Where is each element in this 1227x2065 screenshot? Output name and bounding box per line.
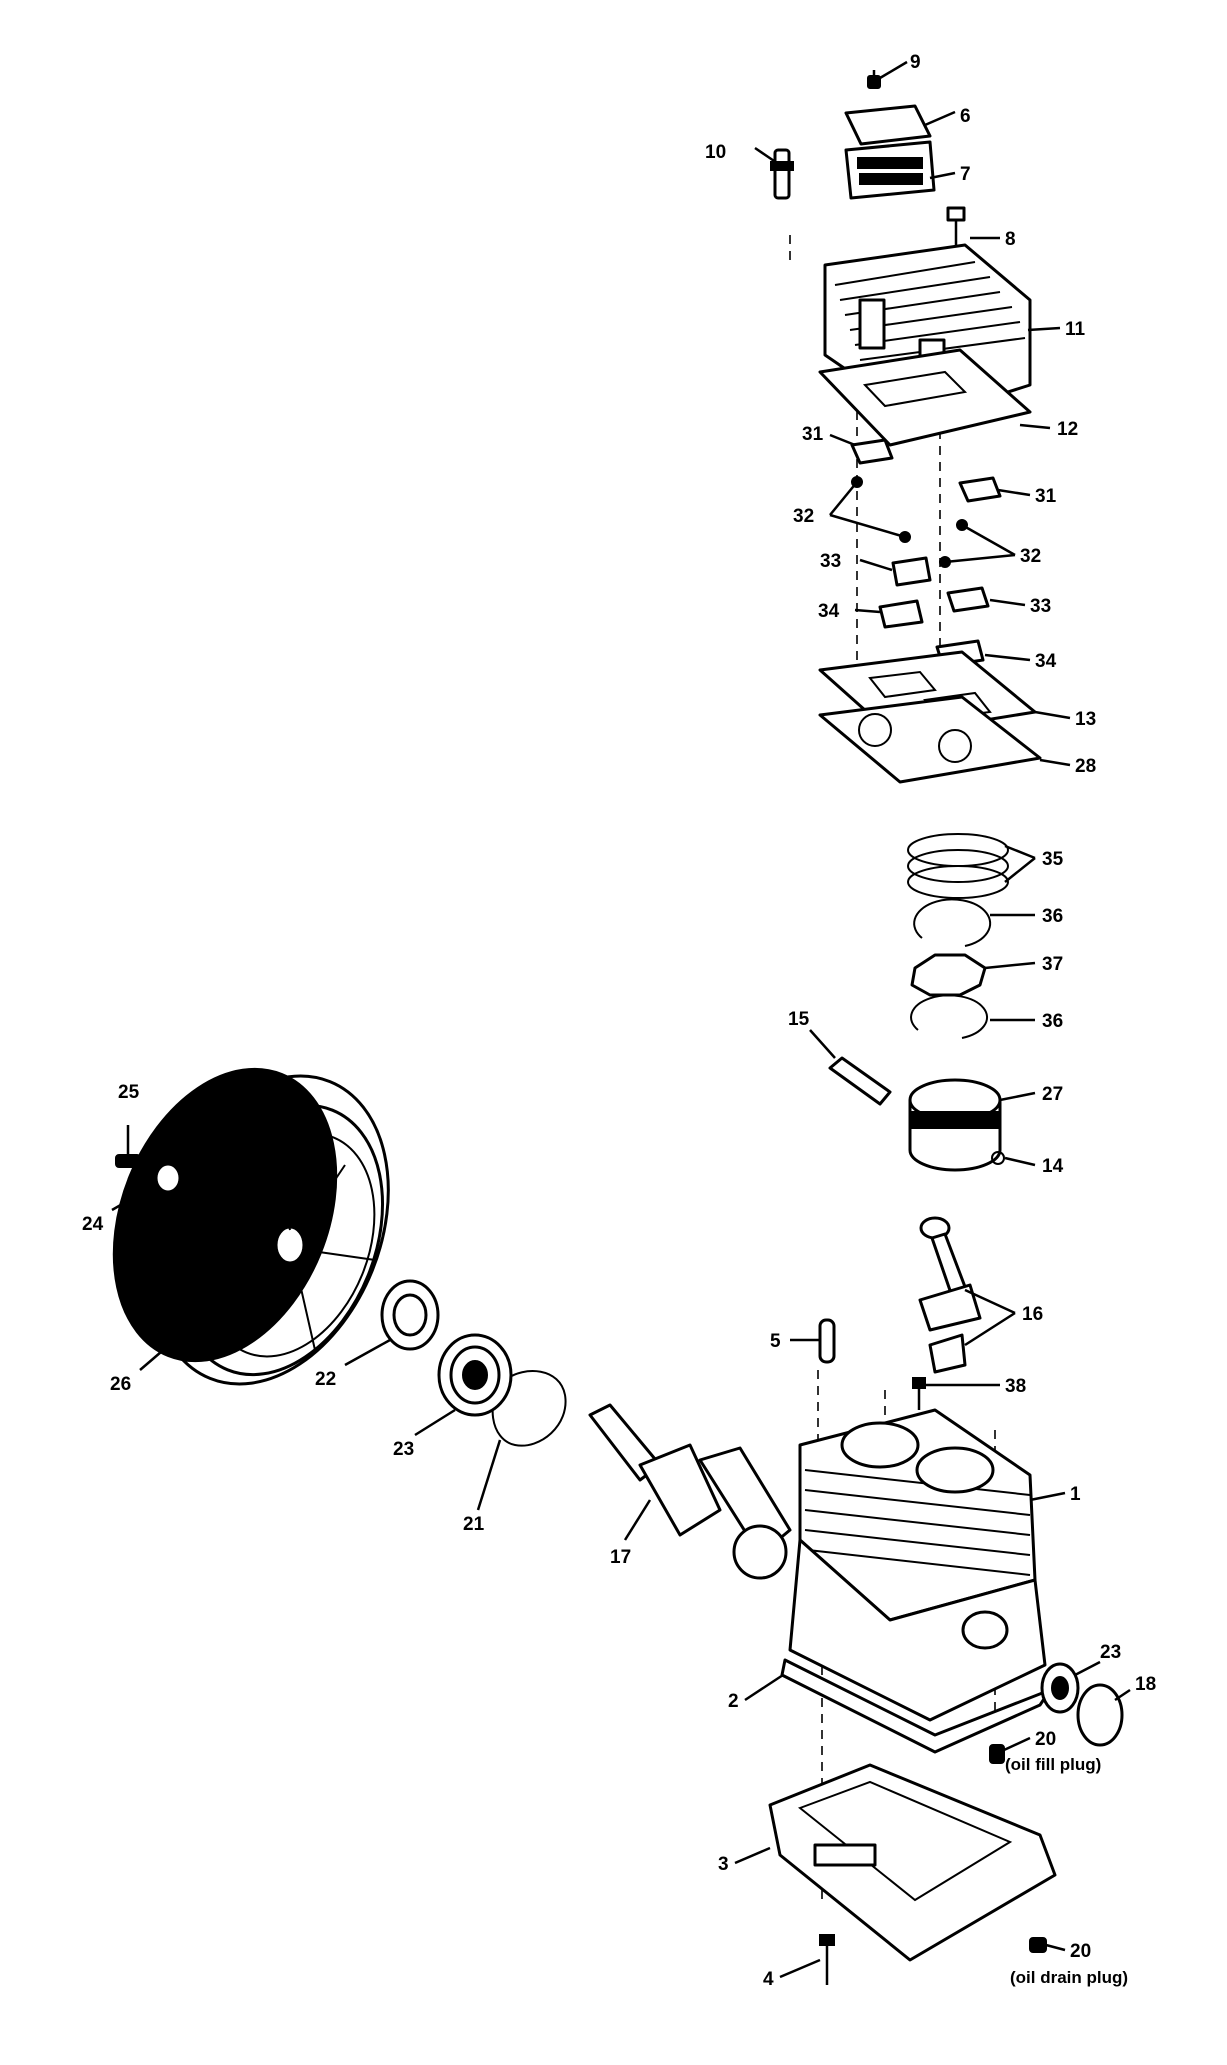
callout-34-left: 34 [818,601,840,622]
callout-32-right: 32 [1020,546,1041,567]
part-36-ring-upper [913,898,992,947]
part-26-flywheel [112,1067,390,1386]
callout-38: 38 [1005,1376,1026,1397]
callout-36-upper: 36 [1042,906,1063,927]
callout-21: 21 [463,1514,485,1535]
callout-11: 11 [1065,319,1086,340]
callout-16: 16 [1022,1304,1043,1325]
part-9-screw [867,70,881,89]
leader-lines [111,60,1131,1979]
part-34-left [878,599,924,629]
part-33-left [891,556,932,587]
callout-8: 8 [1005,229,1016,250]
part-38-bolt [912,1377,926,1410]
callout-31-right: 31 [1035,486,1057,507]
part-1-cylinder [798,1408,1037,1622]
callout-labels: 9 6 10 7 8 11 12 31 31 32 32 33 33 34 34… [82,52,1156,1990]
callout-9: 9 [910,52,921,73]
part-17-crankshaft [588,1403,792,1580]
callout-28: 28 [1075,756,1096,777]
part-37-wave-ring [910,953,987,997]
callout-27: 27 [1042,1084,1063,1105]
crankcase-body [788,1538,1047,1722]
part-12-head-gasket [818,348,1032,447]
callout-12: 12 [1057,419,1078,440]
part-36-ring-lower [910,994,989,1039]
part-28-gasket [818,695,1042,784]
callout-5: 5 [770,1331,781,1352]
part-21-oring [491,1370,567,1447]
callout-6: 6 [960,106,971,127]
callout-24: 24 [82,1214,104,1235]
callout-10: 10 [705,142,726,163]
part-6-bracket [844,104,932,146]
part-14-clip [991,1151,1005,1165]
callout-23-left: 23 [393,1439,414,1460]
part-15-wrist-pin [828,1056,892,1106]
part-7-decal [844,140,936,200]
part-4-bolt [819,1934,835,1985]
callout-37: 37 [1042,954,1063,975]
part-10-fitting [770,148,794,200]
callout-4: 4 [763,1969,774,1990]
part-16-connecting-rod [918,1216,982,1374]
callout-33-right: 33 [1030,596,1051,617]
part-31-left [850,438,894,465]
oil-fill-plug-note: (oil fill plug) [1005,1755,1101,1774]
callout-33-left: 33 [820,551,841,572]
part-20-oil-drain-plug [1029,1937,1047,1953]
callout-3: 3 [718,1854,729,1875]
part-25-bolt [115,1125,141,1168]
callout-20-fill: 20 [1035,1729,1056,1750]
callout-23-right: 23 [1100,1642,1121,1663]
callout-36-lower: 36 [1042,1011,1063,1032]
callout-22: 22 [315,1369,336,1390]
callout-25: 25 [118,1082,140,1103]
part-23-bearing-right [1040,1662,1080,1714]
callout-2: 2 [728,1691,739,1712]
part-3-base [768,1763,1057,1962]
part-33-right [946,586,990,613]
callout-20-drain: 20 [1070,1941,1091,1962]
callout-35: 35 [1042,849,1064,870]
part-31-right [958,476,1002,503]
part-22-bearing [380,1279,440,1351]
callout-17: 17 [610,1547,631,1568]
valve-parts [850,438,1002,668]
callout-34-right: 34 [1035,651,1057,672]
part-18-seal [1076,1683,1124,1747]
callout-31-left: 31 [802,424,824,445]
part-24-washer [154,1162,182,1194]
callout-32-left: 32 [793,506,814,527]
part-20-oil-fill-plug [989,1744,1005,1764]
callout-26: 26 [110,1374,131,1395]
part-35-rings [907,833,1009,899]
oil-drain-plug-note: (oil drain plug) [1010,1968,1128,1987]
callout-14: 14 [1042,1156,1064,1177]
part-27-piston [908,1078,1002,1172]
callout-18: 18 [1135,1674,1156,1695]
callout-15: 15 [788,1009,810,1030]
callout-13: 13 [1075,709,1096,730]
part-5-pin [818,1318,836,1364]
part-23-bearing-left [437,1333,513,1417]
callout-1: 1 [1070,1484,1081,1505]
callout-7: 7 [960,164,971,185]
